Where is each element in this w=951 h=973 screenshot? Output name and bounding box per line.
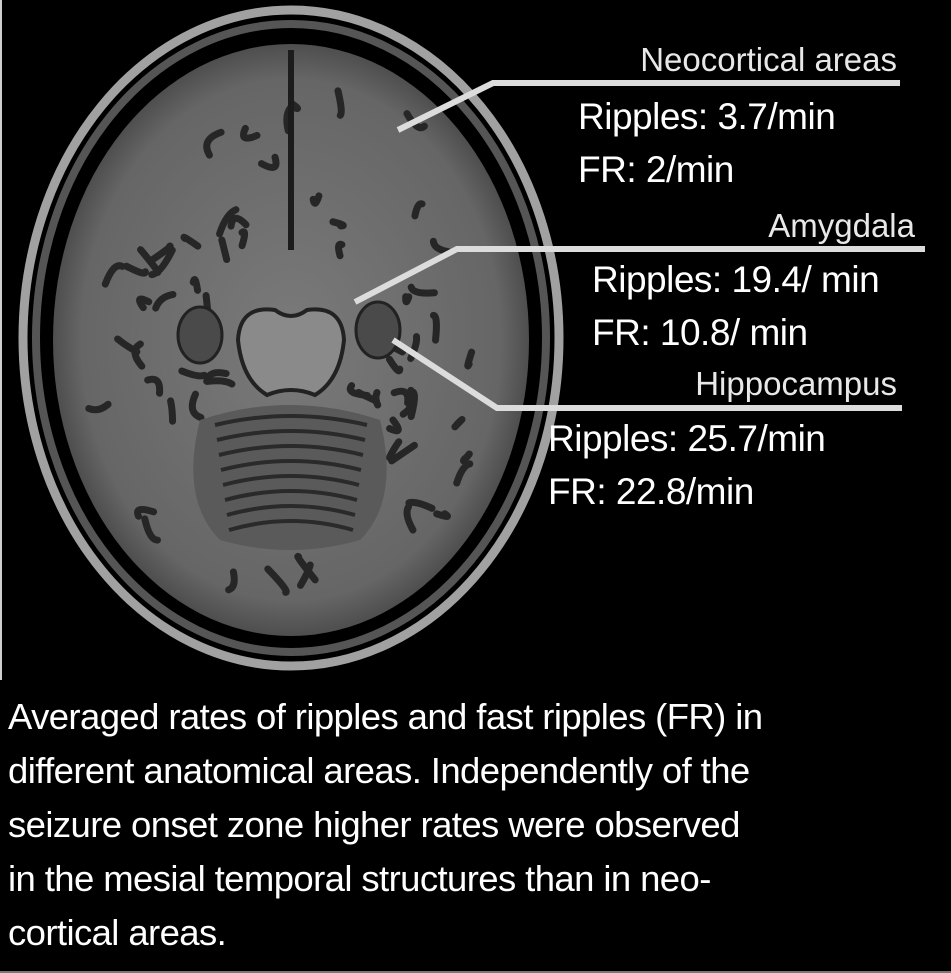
left-border — [0, 0, 2, 680]
sulcus — [218, 236, 231, 264]
sulcus — [225, 568, 238, 594]
skull-outer — [18, 5, 564, 671]
sulcus — [203, 369, 230, 385]
sulci — [85, 87, 476, 596]
sulcus — [297, 561, 314, 589]
sulcus — [385, 355, 404, 375]
sulcus — [411, 200, 426, 220]
sulcus — [407, 283, 438, 297]
right-temporal-horn — [354, 300, 402, 360]
folium — [220, 459, 362, 472]
sulcus — [294, 552, 319, 584]
caption-line: Averaged rates of ripples and fast rippl… — [8, 696, 763, 737]
sulcus — [227, 214, 250, 230]
folium — [228, 519, 354, 532]
sulcus — [148, 246, 176, 279]
sulcus — [167, 397, 177, 425]
region-label-amygdala: Amygdala — [768, 207, 915, 244]
sulcus — [403, 110, 428, 132]
caption-line: seizure onset zone higher rates were obs… — [8, 804, 740, 845]
sulcus — [390, 387, 412, 407]
ripples-rate-hippocampus: Ripples: 25.7/min — [548, 418, 826, 459]
sulcus — [131, 340, 146, 370]
sulcus — [429, 311, 440, 344]
sulcus — [141, 515, 161, 544]
sulcus — [329, 218, 347, 230]
region-label-hippocampus: Hippocampus — [695, 365, 897, 402]
sulcus — [403, 503, 417, 534]
folium — [218, 444, 364, 457]
sulcus — [203, 128, 225, 159]
fr-rate-hippocampus: FR: 22.8/min — [548, 471, 754, 512]
sulcus — [385, 438, 403, 462]
sulcus — [180, 233, 202, 250]
cerebellar-folia — [214, 414, 368, 532]
sulcus — [451, 416, 466, 431]
ripples-rate-neocortical: Ripples: 3.7/min — [578, 96, 836, 137]
caption-line: different anatomical areas. Independentl… — [8, 750, 750, 791]
midbrain — [235, 307, 347, 398]
sulcus — [355, 388, 381, 405]
sulcus — [334, 87, 345, 119]
sulcus — [147, 242, 174, 265]
caption-line: cortical areas. — [8, 912, 227, 953]
leader-line-amygdala — [353, 246, 925, 305]
sulcus — [257, 153, 280, 171]
sulcus — [123, 262, 149, 277]
sulcus — [433, 510, 451, 520]
sulcus — [399, 386, 416, 418]
sulcus — [189, 276, 202, 294]
sulcus — [453, 460, 474, 487]
folium — [216, 429, 366, 442]
sulcus — [459, 450, 473, 465]
leader-line-neocortical — [396, 80, 900, 133]
sulcus — [238, 228, 249, 250]
ripples-rate-amygdala: Ripples: 19.4/ min — [592, 259, 880, 300]
leader-line-hippocampus — [391, 337, 902, 411]
fr-rate-amygdala: FR: 10.8/ min — [592, 312, 808, 353]
sulcus — [134, 505, 158, 520]
sulcus — [335, 240, 346, 260]
sulcus — [405, 498, 436, 512]
caption-line: in the mesial temporal structures than i… — [8, 858, 711, 899]
folium — [222, 474, 360, 487]
sulcus — [204, 377, 236, 388]
sulcus — [407, 333, 421, 362]
sulcus — [188, 390, 205, 422]
folium — [224, 489, 358, 502]
folium — [214, 414, 368, 427]
sulcus — [216, 206, 240, 238]
left-temporal-horn — [176, 305, 224, 365]
sulcus — [144, 375, 164, 397]
sulcus — [402, 293, 413, 306]
sulcus — [386, 416, 402, 435]
sulcus — [240, 124, 261, 142]
sulcus — [178, 367, 208, 380]
sulcus — [309, 192, 323, 207]
fr-rate-neocortical: FR: 2/min — [578, 149, 734, 190]
region-label-neocortical: Neocortical areas — [640, 41, 897, 78]
bottom-border — [0, 971, 951, 973]
figure-caption: Averaged rates of ripples and fast rippl… — [8, 690, 948, 960]
sulcus — [464, 348, 476, 370]
skull-inner — [32, 20, 550, 656]
folium — [226, 504, 356, 517]
sulcus — [136, 295, 153, 312]
sulcus — [101, 262, 126, 288]
sulcus — [152, 290, 177, 312]
sulcus — [429, 237, 452, 256]
sulcus — [264, 565, 290, 596]
sulcus — [388, 441, 418, 465]
sulcus — [85, 400, 112, 414]
